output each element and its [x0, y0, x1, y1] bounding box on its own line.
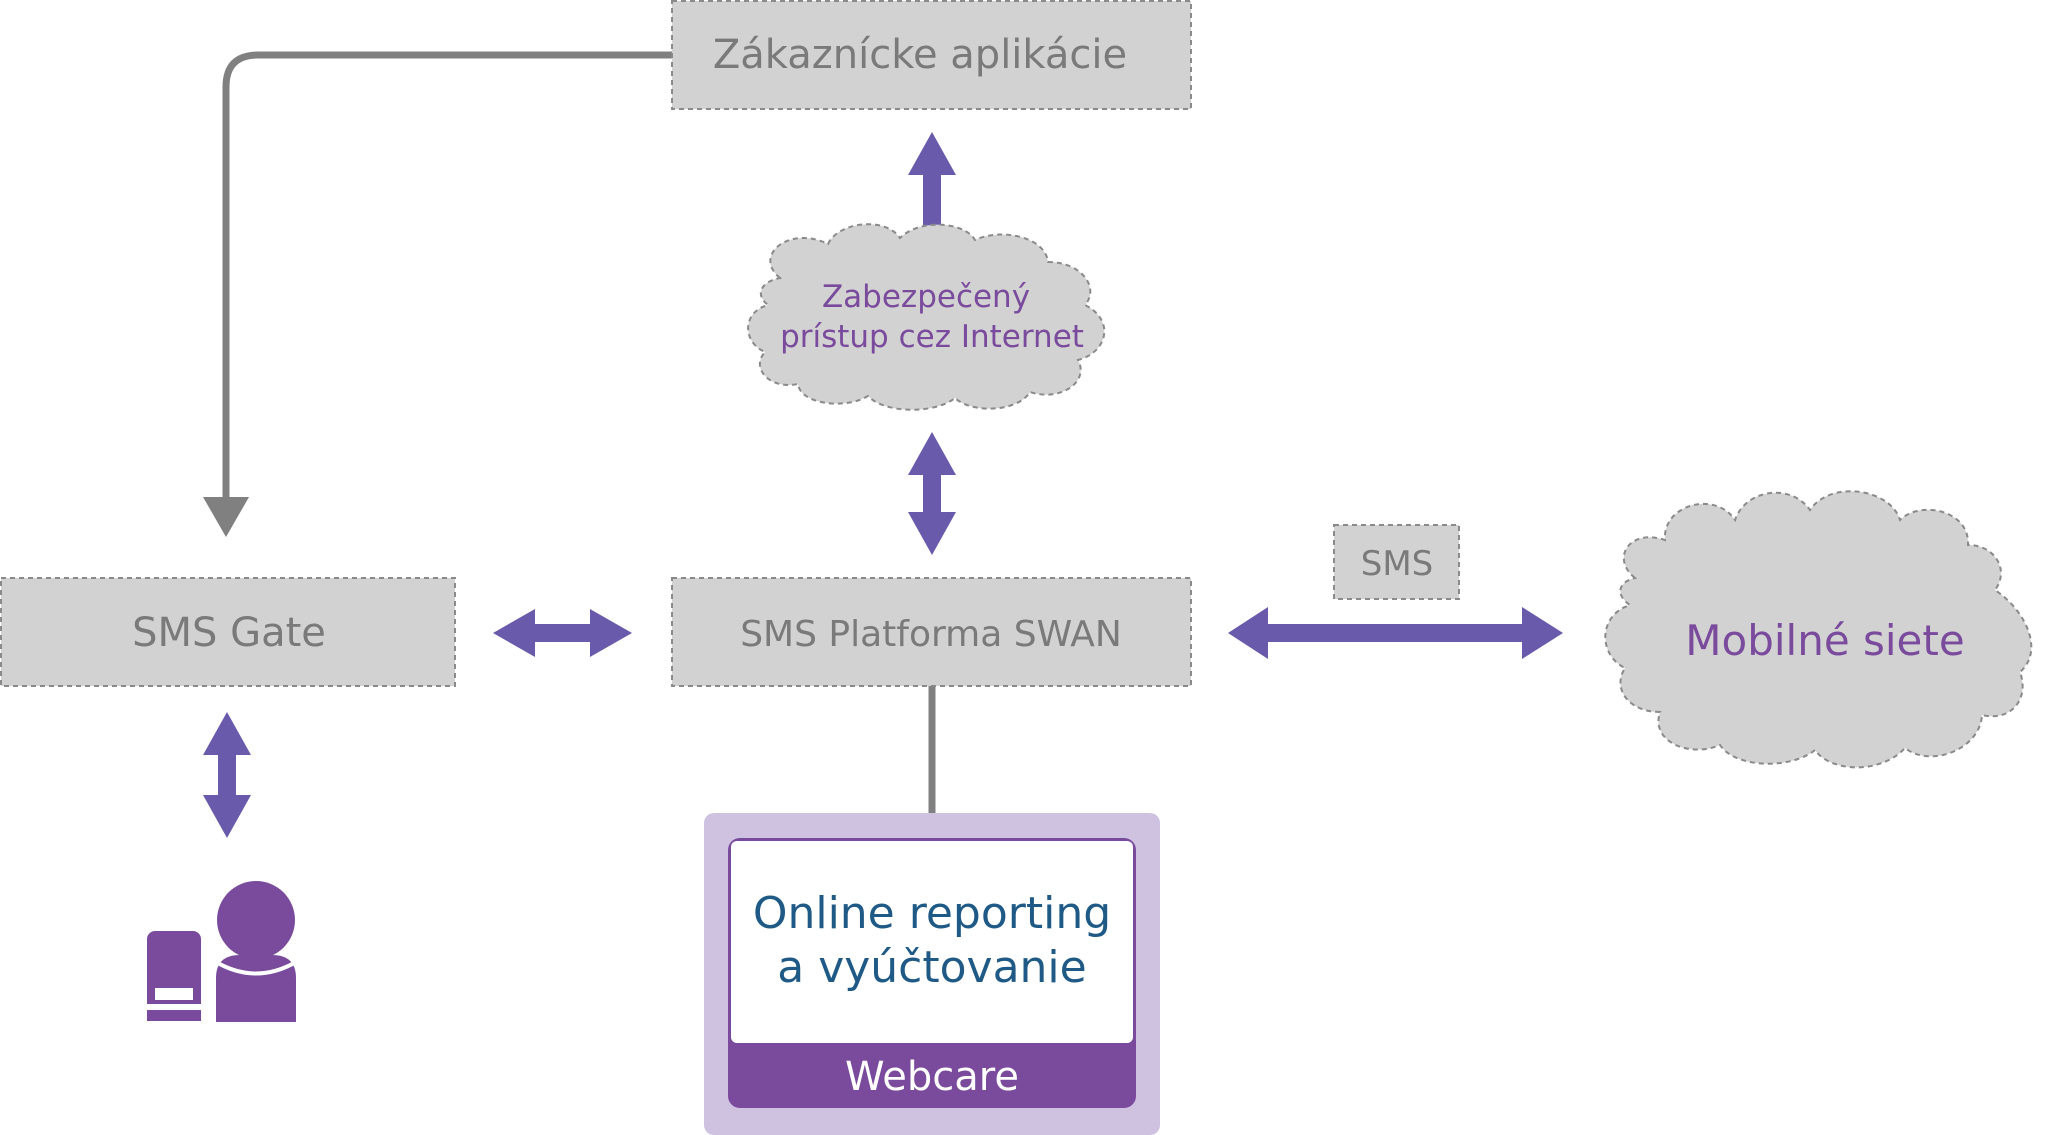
reporting-label-line1: Online reporting: [753, 888, 1111, 939]
connector-apps-to-gate-arrowhead: [203, 497, 249, 537]
arrow-platform-mobile: [1228, 607, 1563, 659]
user-with-computer-icon: [147, 881, 297, 1022]
sms-gate-box: SMS Gate: [0, 577, 456, 687]
webcare-panel: Online reporting a vyúčtovanie Webcare: [704, 813, 1160, 1135]
secure-internet-label-line1: Zabezpečený: [822, 279, 1030, 315]
customer-apps-label: Zákaznícke aplikácie: [713, 32, 1127, 78]
secure-internet-cloud: Zabezpečený prístup cez Internet: [747, 223, 1106, 411]
mobile-networks-cloud: Mobilné siete: [1604, 490, 2033, 769]
sms-tag-label: SMS: [1361, 544, 1434, 584]
sms-gate-label: SMS Gate: [132, 610, 326, 656]
arrow-cloud-platform: [908, 432, 956, 555]
mobile-networks-label: Mobilné siete: [1685, 616, 1964, 665]
secure-internet-label-line2: prístup cez Internet: [780, 319, 1084, 355]
sms-platform-box: SMS Platforma SWAN: [671, 577, 1192, 687]
sms-tag: SMS: [1333, 524, 1460, 600]
webcare-label: Webcare: [845, 1054, 1019, 1100]
arrow-gate-platform: [493, 609, 632, 657]
sms-platform-label: SMS Platforma SWAN: [740, 614, 1122, 655]
arrow-gate-user: [203, 712, 251, 838]
customer-apps-box: Zákaznícke aplikácie: [671, 0, 1192, 110]
reporting-label-line2: a vyúčtovanie: [777, 942, 1086, 993]
connector-apps-to-gate: [222, 51, 672, 500]
arrow-internet-to-apps: [908, 132, 956, 240]
